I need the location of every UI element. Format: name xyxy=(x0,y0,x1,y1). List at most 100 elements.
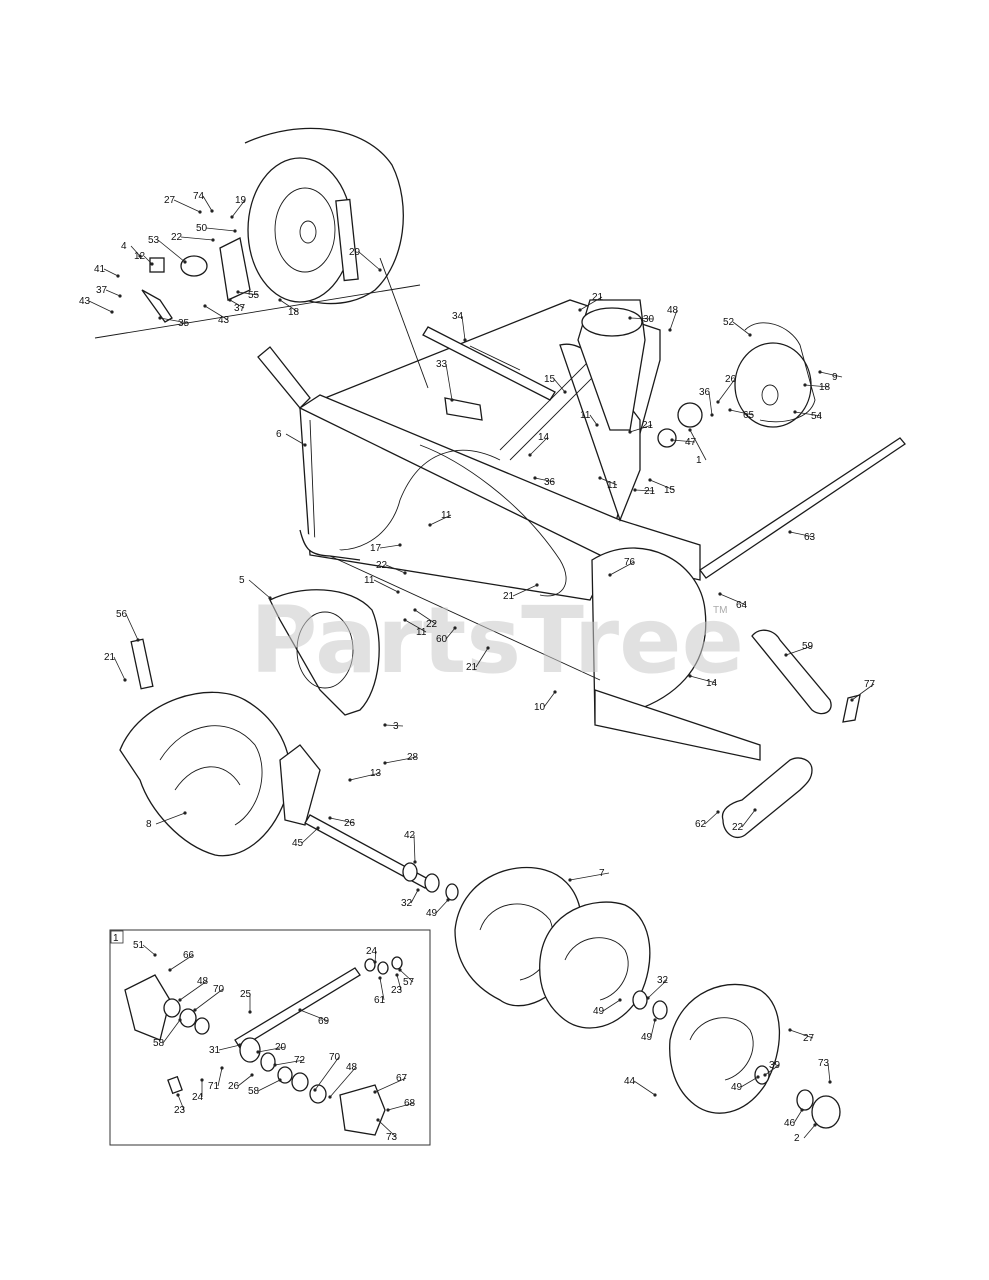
leader-line xyxy=(125,613,139,641)
leader-line xyxy=(237,1074,253,1087)
part-number-label: 49 xyxy=(593,1006,605,1017)
part-number-label: 22 xyxy=(376,560,388,571)
part-number-label: 1 xyxy=(696,455,702,466)
housing-66 xyxy=(124,974,171,1041)
leader-point xyxy=(813,1123,817,1127)
leader-line xyxy=(785,645,813,656)
part-number-label: 74 xyxy=(193,191,205,202)
part-number-label: 22 xyxy=(732,822,744,833)
part-number-label: 23 xyxy=(391,985,403,996)
belt-52 xyxy=(744,322,816,423)
leader-point xyxy=(298,1008,302,1012)
drive-components xyxy=(379,257,906,839)
leader-point xyxy=(553,690,557,694)
gearbox-inset: 1 xyxy=(109,929,431,1146)
part-number-label: 21 xyxy=(592,292,604,303)
leader-line xyxy=(159,317,189,324)
impeller-and-augers xyxy=(119,589,459,901)
leader-point xyxy=(233,229,237,233)
leader-point xyxy=(653,1093,657,1097)
leader-point xyxy=(316,826,320,830)
leader-point xyxy=(193,1008,197,1012)
part-number-label: 69 xyxy=(318,1016,330,1027)
bracket-12 xyxy=(149,257,165,273)
leader-line xyxy=(374,1077,407,1093)
part-number-label: 77 xyxy=(864,679,876,690)
leader-line xyxy=(218,1044,241,1051)
part-number-label: 14 xyxy=(538,432,550,443)
part-number-label: 72 xyxy=(294,1055,306,1066)
leader-point xyxy=(386,1108,390,1112)
leader-point xyxy=(463,338,467,342)
leader-point xyxy=(303,443,307,447)
part-number-label: 52 xyxy=(723,317,735,328)
leader-point xyxy=(568,878,572,882)
axle-63 xyxy=(699,437,906,579)
inset-frame xyxy=(109,929,431,1146)
part-number-label: 11 xyxy=(416,627,427,638)
inset-box-number: 1 xyxy=(113,933,119,944)
leader-line xyxy=(741,809,756,828)
leader-point xyxy=(158,316,162,320)
leader-point xyxy=(328,816,332,820)
leader-line xyxy=(257,1079,281,1092)
part-number-label: 31 xyxy=(209,1045,221,1056)
leader-point xyxy=(453,626,457,630)
leader-line xyxy=(789,1029,814,1039)
leader-line xyxy=(274,1059,305,1066)
leader-point xyxy=(378,976,382,980)
part-number-label: 39 xyxy=(769,1060,781,1071)
leader-point xyxy=(628,316,632,320)
watermark: PartsTree xyxy=(250,587,744,694)
leader-point xyxy=(784,653,788,657)
part-number-label: 32 xyxy=(657,975,669,986)
leader-point xyxy=(228,298,232,302)
part-number-label: 76 xyxy=(624,557,636,568)
gearbox-45 xyxy=(279,744,321,826)
leader-line xyxy=(202,195,213,212)
leader-line xyxy=(237,291,259,296)
part-number-label: 26 xyxy=(725,374,737,385)
part-number-label: 22 xyxy=(171,232,183,243)
leader-line xyxy=(379,544,401,549)
leader-line xyxy=(794,411,822,417)
leader-point xyxy=(710,413,714,417)
leader-point xyxy=(763,1073,767,1077)
part-number-label: 49 xyxy=(641,1032,653,1043)
part-number-label: 6 xyxy=(276,429,282,440)
leader-point xyxy=(403,618,407,622)
part-number-label: 56 xyxy=(116,609,128,620)
leader-point xyxy=(178,1018,182,1022)
part-number-label: 47 xyxy=(685,437,697,448)
leader-line xyxy=(543,691,556,708)
part-number-label: 22 xyxy=(426,619,438,630)
part-number-label: 42 xyxy=(404,830,416,841)
part-number-label: 70 xyxy=(213,984,225,995)
leader-point xyxy=(168,968,172,972)
auger-housing xyxy=(257,299,761,761)
leader-line xyxy=(329,817,355,824)
bracket-59 xyxy=(751,629,832,715)
leader-line xyxy=(229,299,245,309)
leader-point xyxy=(595,423,599,427)
leader-line xyxy=(88,300,113,313)
leader-point xyxy=(803,383,807,387)
part-number-label: 21 xyxy=(104,652,116,663)
rod-29 xyxy=(379,257,429,389)
leader-line xyxy=(435,899,449,914)
leader-line xyxy=(579,296,603,311)
part-number-label: 2 xyxy=(794,1133,800,1144)
part-number-label: 65 xyxy=(743,410,755,421)
leader-line xyxy=(589,414,598,426)
part-number-label: 23 xyxy=(174,1105,186,1116)
leader-point xyxy=(633,488,637,492)
part-number-label: 33 xyxy=(436,359,448,370)
part-number-label: 20 xyxy=(275,1042,287,1053)
pulley-53 xyxy=(180,255,208,277)
part-number-label: 50 xyxy=(196,223,208,234)
leader-line xyxy=(399,969,414,983)
leader-line xyxy=(704,811,719,825)
part-number-label: 61 xyxy=(374,995,386,1006)
leader-line xyxy=(285,433,306,446)
shaft-45 xyxy=(304,814,431,889)
